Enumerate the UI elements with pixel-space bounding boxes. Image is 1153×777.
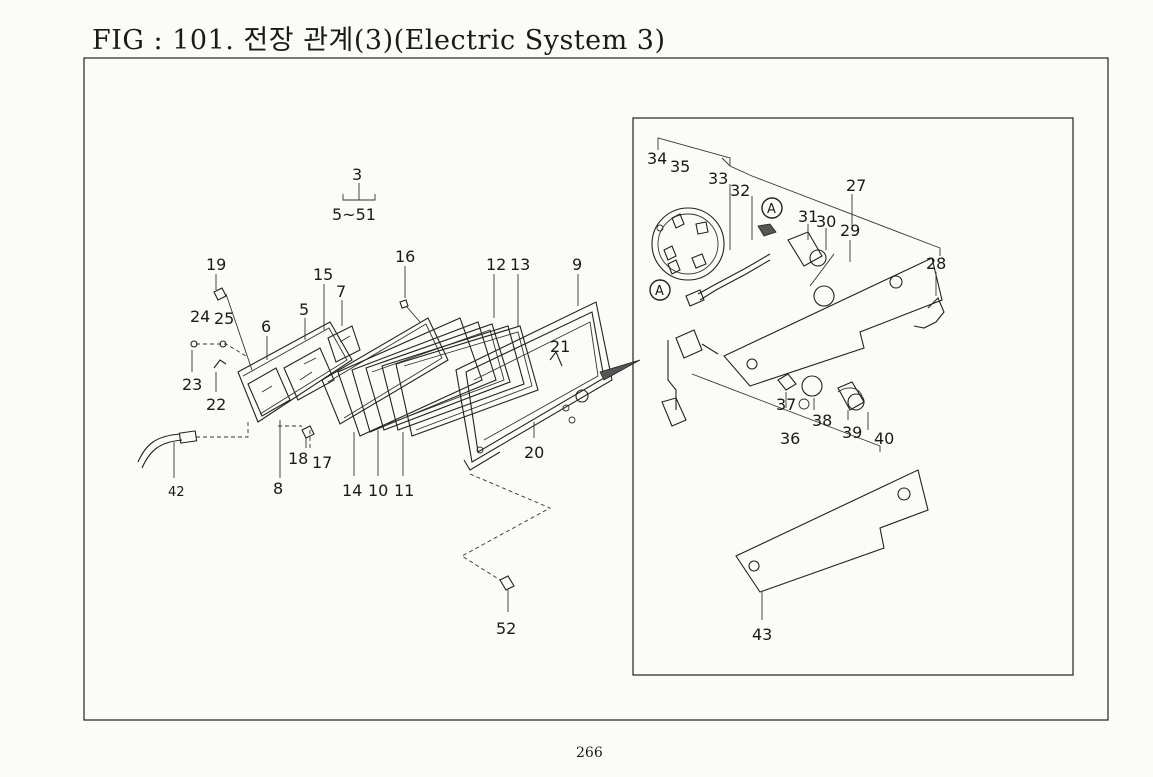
callout-20: 20 xyxy=(524,443,544,462)
page-number: 266 xyxy=(576,745,603,761)
callout-52: 52 xyxy=(496,619,516,638)
callout-13: 13 xyxy=(510,255,530,274)
inset-drawing xyxy=(651,137,945,620)
callout-22: 22 xyxy=(206,395,226,414)
callout-35: 35 xyxy=(670,157,690,176)
callout-15: 15 xyxy=(313,265,333,284)
callout-39: 39 xyxy=(842,423,862,442)
callout-5: 5 xyxy=(299,300,309,319)
callout-43: 43 xyxy=(752,625,772,644)
callout-14: 14 xyxy=(342,481,362,500)
leader-lines-left xyxy=(191,266,579,478)
callout-9: 9 xyxy=(572,255,582,274)
callout-assembly: 3 xyxy=(352,165,362,184)
callout-labels: 3 5~51 42 19 24 25 23 22 6 5 15 7 16 8 1… xyxy=(168,149,946,644)
callout-18: 18 xyxy=(288,449,308,468)
callout-40: 40 xyxy=(874,429,894,448)
callout-27: 27 xyxy=(846,176,866,195)
callout-36: 36 xyxy=(780,429,800,448)
callout-12: 12 xyxy=(486,255,506,274)
callout-7: 7 xyxy=(336,282,346,301)
callout-11: 11 xyxy=(394,481,414,500)
callout-21: 21 xyxy=(550,337,570,356)
callout-assembly-range: 5~51 xyxy=(332,205,376,224)
leader-lines-right xyxy=(729,184,937,430)
callout-31: 31 xyxy=(798,207,818,226)
callout-42: 42 xyxy=(168,485,185,500)
callout-8: 8 xyxy=(273,479,283,498)
detail-marker-a-lower: A xyxy=(649,279,671,301)
svg-text:A: A xyxy=(655,284,664,299)
outer-frame xyxy=(83,57,1109,721)
callout-16: 16 xyxy=(395,247,415,266)
callout-24: 24 xyxy=(190,307,210,326)
callout-30: 30 xyxy=(816,212,836,231)
cluster-drawing xyxy=(137,183,641,612)
svg-text:A: A xyxy=(767,202,776,217)
callout-23: 23 xyxy=(182,375,202,394)
callout-19: 19 xyxy=(206,255,226,274)
figure-title: FIG : 101. 전장 관계(3)(Electric System 3) xyxy=(92,25,666,56)
callout-17: 17 xyxy=(312,453,332,472)
callout-37: 37 xyxy=(776,395,796,414)
callout-28: 28 xyxy=(926,254,946,273)
callout-25: 25 xyxy=(214,309,234,328)
callout-33: 33 xyxy=(708,169,728,188)
callout-29: 29 xyxy=(840,221,860,240)
detail-marker-a-upper: A xyxy=(761,197,783,219)
callout-6: 6 xyxy=(261,317,271,336)
callout-10: 10 xyxy=(368,481,388,500)
callout-38: 38 xyxy=(812,411,832,430)
callout-34: 34 xyxy=(647,149,667,168)
detail-inset-frame xyxy=(632,117,1074,676)
callout-32: 32 xyxy=(730,181,750,200)
